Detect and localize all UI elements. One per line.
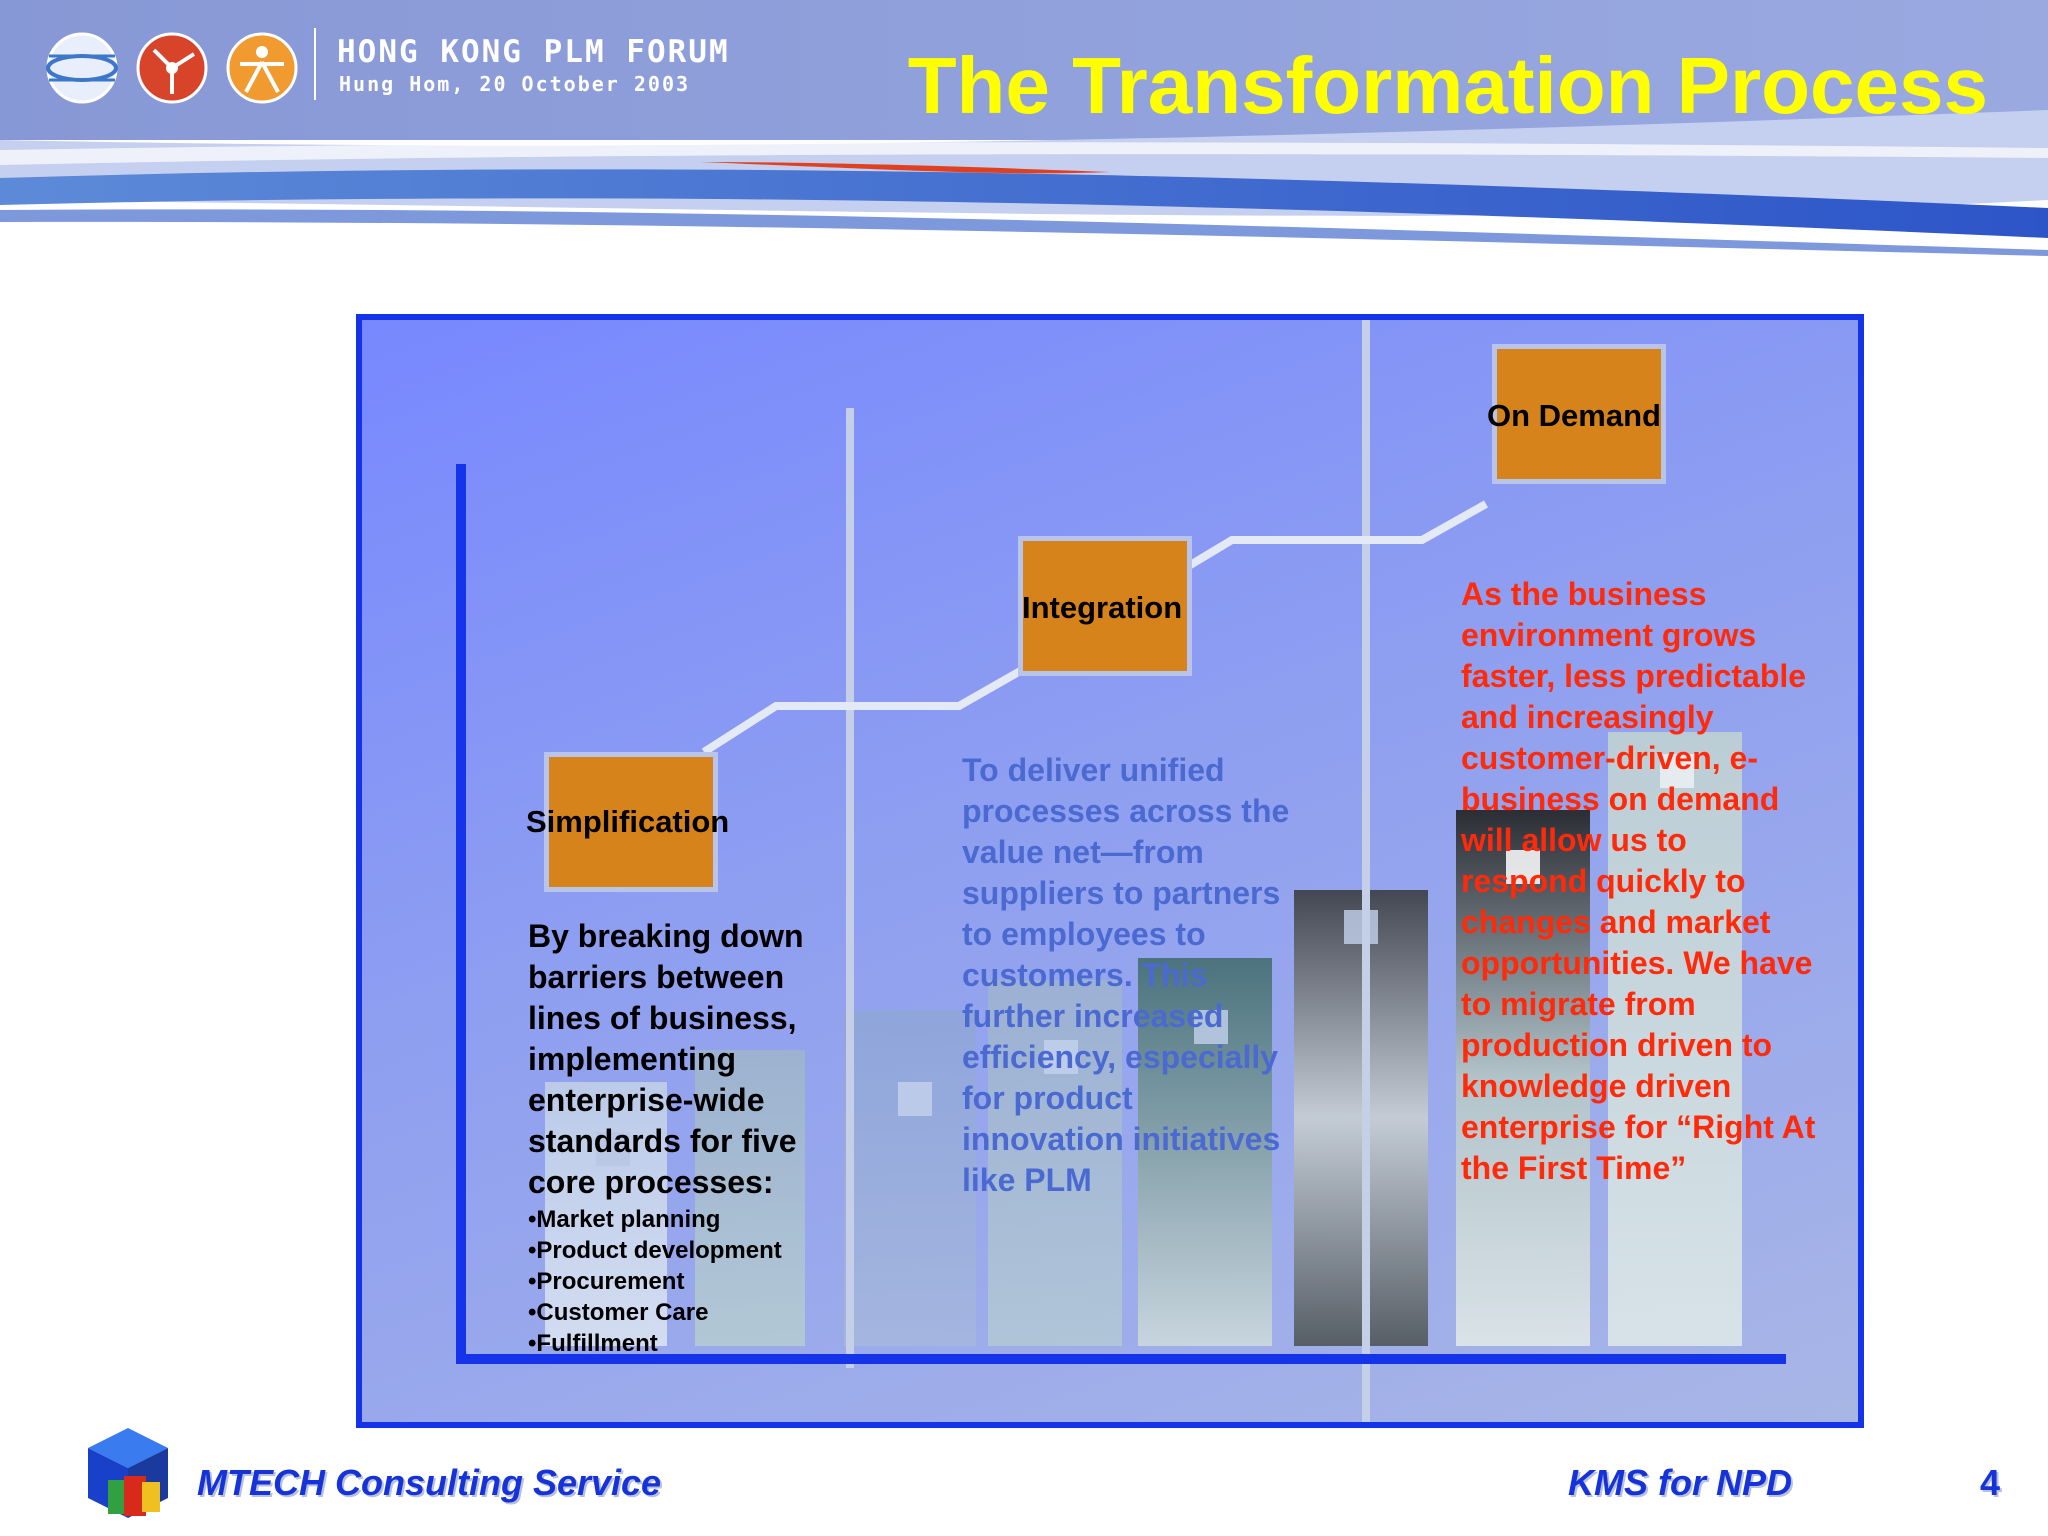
slide-title: The Transformation Process (907, 41, 1988, 130)
page-number: 4 (1980, 1462, 2001, 1503)
company-name: MTECH Consulting Service (197, 1462, 662, 1503)
logo-divider (314, 28, 316, 100)
list-item: Market planning (528, 1204, 782, 1235)
person-icon (226, 32, 298, 104)
banner-background (0, 0, 2048, 256)
mtech-cube-icon (88, 1428, 168, 1518)
list-item: Procurement (528, 1266, 782, 1297)
integration-description: To deliver unified processes across the … (962, 752, 1290, 1198)
header-banner: HONG KONG PLM FORUM Hung Hom, 20 October… (0, 0, 2048, 270)
on-demand-description: As the business environment grows faster… (1461, 576, 1816, 1186)
presentation-topic: KMS for NPD (1568, 1462, 1792, 1503)
forum-title: HONG KONG PLM FORUM (337, 34, 730, 70)
globe-icon (46, 32, 118, 104)
transformation-diagram: Simplification Integration On Demand By … (356, 314, 1864, 1428)
stage-label-integration: Integration (1022, 590, 1183, 625)
list-item: Customer Care (528, 1297, 782, 1328)
forum-subtitle: Hung Hom, 20 October 2003 (339, 72, 691, 96)
stage-box-integration (1018, 536, 1192, 676)
core-process-list: Market planning Product development Proc… (528, 1204, 782, 1359)
stage-label-simplification: Simplification (526, 804, 730, 839)
stage-label-on-demand: On Demand (1487, 398, 1661, 433)
simplification-description: By breaking down barriers between lines … (528, 918, 804, 1200)
stage-box-on-demand (1492, 344, 1666, 484)
stage-box-simplification (544, 752, 718, 892)
list-item: Product development (528, 1235, 781, 1266)
list-item: Fulfillment (528, 1328, 782, 1359)
network-icon (136, 32, 208, 104)
